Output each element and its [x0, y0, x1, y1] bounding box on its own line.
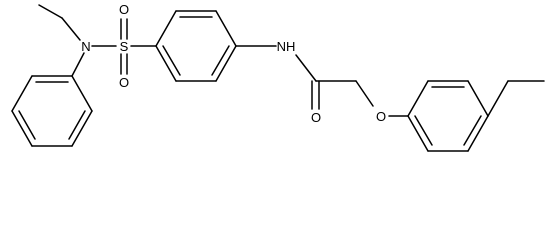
- ether-oxygen-label: O: [376, 109, 386, 124]
- n-phenyl-ring: [11, 52, 93, 147]
- n-ethyl-group: [38, 4, 81, 41]
- central-phenylene-ring: [155, 10, 237, 82]
- amide-linker: [235, 45, 409, 117]
- sulfonyl-oxygen-top-label: O: [119, 2, 129, 17]
- amide-nh-label: NH: [277, 39, 296, 54]
- sulfonyl-oxygen-bottom-label: O: [119, 75, 129, 90]
- sulfur-atom-label: S: [120, 39, 129, 54]
- molecule-canvas: S O O N NH O O: [11, 2, 545, 152]
- structure-diagram: S O O N NH O O: [11, 2, 545, 152]
- ethylphenoxy-ring: [407, 80, 489, 152]
- sulfonamide-nitrogen-label: N: [81, 39, 90, 54]
- para-ethyl-group: [487, 80, 545, 117]
- sulfonyl-bonds: [91, 18, 157, 75]
- carbonyl-oxygen-label: O: [311, 110, 321, 125]
